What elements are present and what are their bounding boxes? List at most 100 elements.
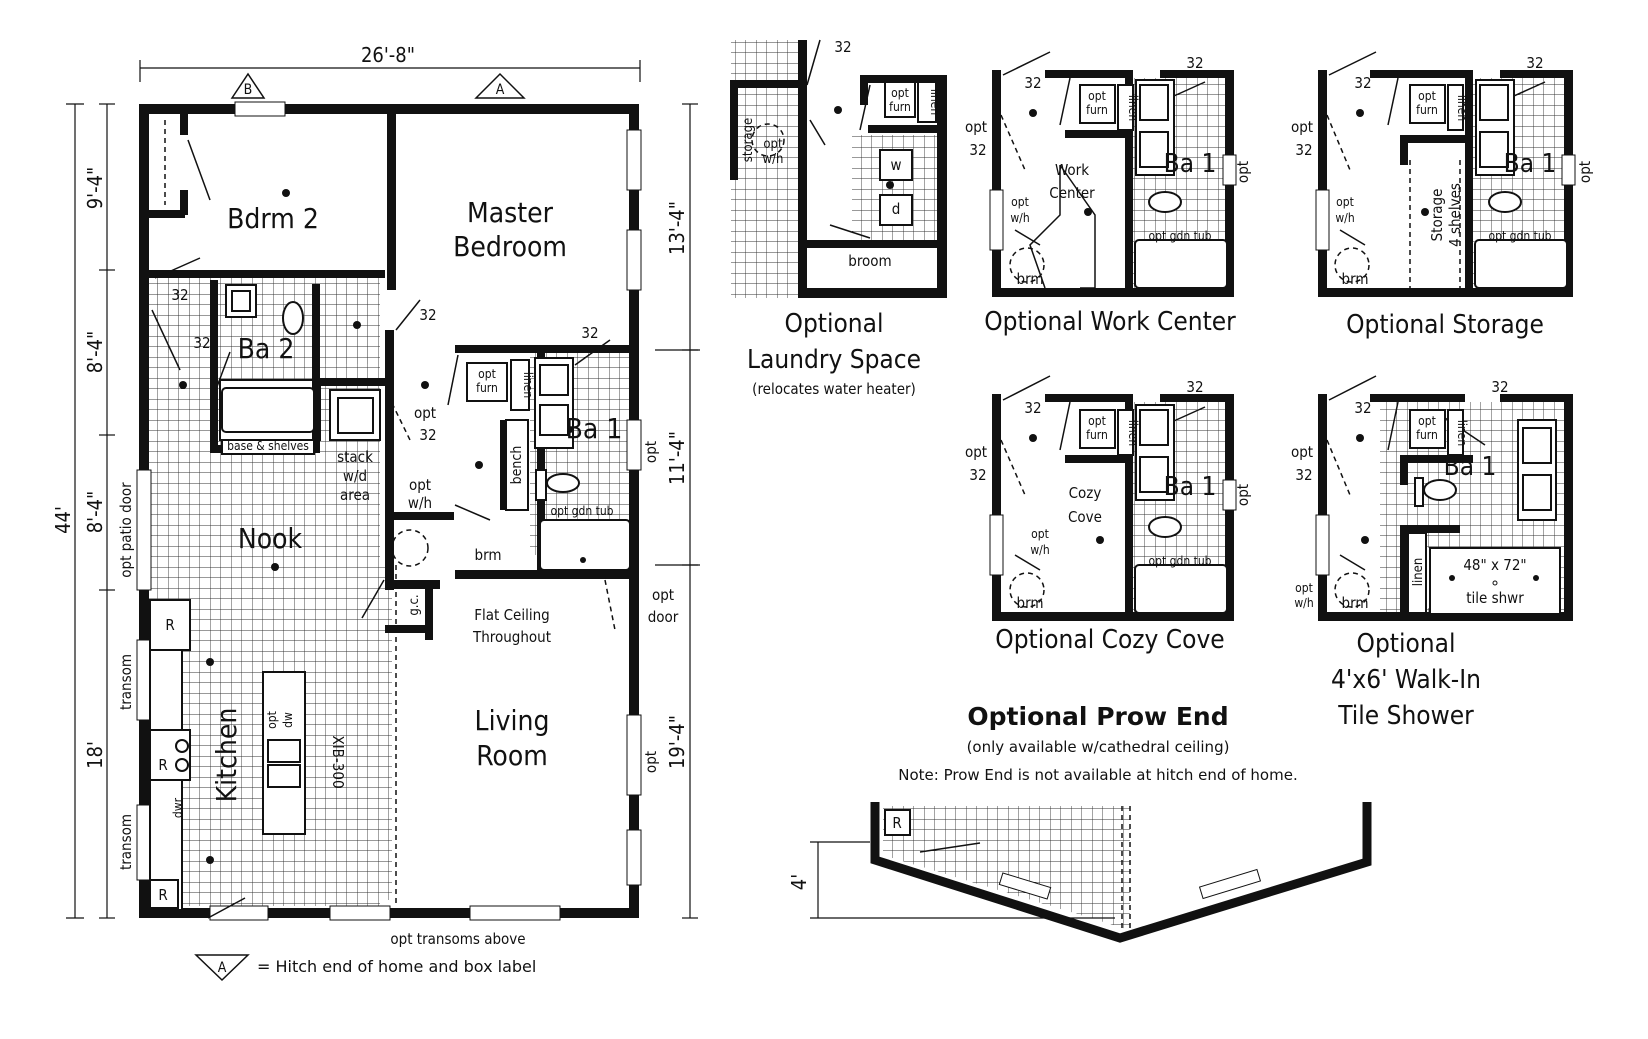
hitch-marker-b <box>230 72 266 99</box>
st-opt-right: opt <box>1576 161 1594 183</box>
laundry-title-1: Optional <box>785 309 884 339</box>
wc-gdn-tub: opt gdn tub <box>1148 229 1211 243</box>
room-master-1: Master <box>467 196 554 229</box>
ws-door-32-a: 32 <box>1354 399 1371 417</box>
flat-ceiling-2: Throughout <box>472 628 551 646</box>
option-cozy-cove: 32 32 opt 32 opt furn linen Cozy Cove op… <box>965 375 1252 655</box>
opt-dw-1: opt <box>265 711 279 729</box>
option-laundry: 32 storage opt w/h opt furn linen w d br… <box>730 38 947 398</box>
laundry-opt-furn-2: furn <box>889 100 911 114</box>
door-32-master: 32 <box>419 306 436 324</box>
room-living-1: Living <box>475 704 550 737</box>
cc-door-32-b: 32 <box>1186 378 1203 396</box>
room-master-2: Bedroom <box>453 230 567 263</box>
room-bdrm2: Bdrm 2 <box>227 202 319 235</box>
transom-lower: transom <box>117 814 135 870</box>
hitch-legend-triangle <box>194 954 250 982</box>
st-ba1: Ba 1 <box>1504 149 1557 179</box>
wc-door-32-b: 32 <box>1186 54 1203 72</box>
ws-opt-wh-1: opt <box>1295 581 1313 595</box>
ws-title-1: Optional <box>1357 629 1456 659</box>
wc-opt: opt <box>965 118 987 136</box>
windows <box>136 101 642 921</box>
wc-opt-wh-1: opt <box>1011 195 1029 209</box>
hitch-marker-a-label: A <box>496 82 505 98</box>
main-floor-plan: 26'-8" 44' 9'-4" 8'-4" 8'-4" 18' 13'-4" … <box>51 43 700 982</box>
range-label: R <box>158 756 167 774</box>
door-swings <box>151 139 611 919</box>
st-title: Optional Storage <box>1346 310 1544 340</box>
stack-2: w/d <box>343 467 367 485</box>
wc-door-32-a: 32 <box>1024 74 1041 92</box>
opt-patio-door: opt patio door <box>117 482 135 578</box>
wc-opt-furn-1: opt <box>1088 89 1106 103</box>
laundry-subtitle: (relocates water heater) <box>752 380 916 398</box>
cc-title: Optional Cozy Cove <box>995 625 1224 655</box>
cc-opt-wh-2: w/h <box>1030 543 1049 557</box>
hitch-legend-text: = Hitch end of home and box label <box>257 957 536 976</box>
ws-title-3: Tile Shower <box>1337 701 1474 731</box>
laundry-broom: broom <box>848 252 891 270</box>
wc-work: Work <box>1055 161 1089 179</box>
left-dim-2: 8'-4" <box>83 331 107 374</box>
right-dim-3: 19'-4" <box>665 715 689 769</box>
st-shelves: 4 shelves <box>1446 183 1464 247</box>
cc-opt-furn-1: opt <box>1088 414 1106 428</box>
opt-furn-1: opt <box>478 367 496 381</box>
linen-label: linen <box>521 372 535 398</box>
opt-transoms-above: opt transoms above <box>390 930 525 948</box>
laundry-storage: storage <box>741 118 756 162</box>
st-gdn-tub: opt gdn tub <box>1488 229 1551 243</box>
ws-ba1: Ba 1 <box>1444 452 1497 482</box>
opt-wh-2: w/h <box>408 494 432 512</box>
cc-cozy: Cozy <box>1069 484 1102 502</box>
st-opt-furn-1: opt <box>1418 89 1436 103</box>
base-shelves-label: base & shelves <box>227 439 309 453</box>
laundry-dryer: d <box>892 200 901 218</box>
ws-opt-furn-1: opt <box>1418 414 1436 428</box>
prow-subtitle: (only available w/cathedral ceiling) <box>967 738 1230 756</box>
refrigerator-label: R <box>165 616 174 634</box>
ws-linen-top: linen <box>1455 420 1469 446</box>
opt-furn-2: furn <box>476 381 498 395</box>
ws-opt: opt <box>1291 443 1313 461</box>
st-door-32-b: 32 <box>1526 54 1543 72</box>
laundry-linen: linen <box>928 89 942 115</box>
ceiling-lights <box>179 189 586 864</box>
door-32-bath2-b: 32 <box>193 334 210 352</box>
st-storage: Storage <box>1428 189 1446 242</box>
opt-right-upper: opt <box>642 441 660 463</box>
dimension-lines <box>66 60 700 919</box>
st-opt: opt <box>1291 118 1313 136</box>
door-32-ba1: 32 <box>581 324 598 342</box>
opt-dw-2: dw <box>281 712 295 728</box>
ws-opt-32: 32 <box>1295 466 1312 484</box>
cc-opt: opt <box>965 443 987 461</box>
st-opt-wh-1: opt <box>1336 195 1354 209</box>
wc-opt-32: 32 <box>969 141 986 159</box>
laundry-opt: opt <box>763 137 783 152</box>
option-work-center: 32 32 opt 32 opt furn linen Work Center … <box>965 51 1252 337</box>
left-dim-3: 8'-4" <box>83 491 107 534</box>
left-dim-4: 18' <box>83 741 107 769</box>
cc-opt-right: opt <box>1234 484 1252 506</box>
laundry-title-2: Laundry Space <box>747 345 921 375</box>
ws-tile-shwr: tile shwr <box>1466 589 1524 607</box>
right-dim-2: 11'-4" <box>665 431 689 485</box>
hitch-legend-marker: A <box>218 960 227 976</box>
bench-label: bench <box>509 446 525 485</box>
opt-32-label: 32 <box>419 426 436 444</box>
laundry-door-32: 32 <box>834 38 851 56</box>
opt-gdn-tub: opt gdn tub <box>550 504 613 518</box>
option-storage: 32 32 opt 32 opt furn linen Storage 4 sh… <box>1291 51 1594 340</box>
brm-label: brm <box>475 546 502 564</box>
hitch-marker-a <box>474 72 526 99</box>
xib-label: XIB-300 <box>329 735 347 788</box>
room-ba2: Ba 2 <box>238 332 295 365</box>
wc-opt-right: opt <box>1234 161 1252 183</box>
room-nook: Nook <box>238 522 303 555</box>
st-brm: brm <box>1342 270 1369 288</box>
transom-upper: transom <box>117 654 135 710</box>
gc-label: g.c. <box>407 594 422 615</box>
